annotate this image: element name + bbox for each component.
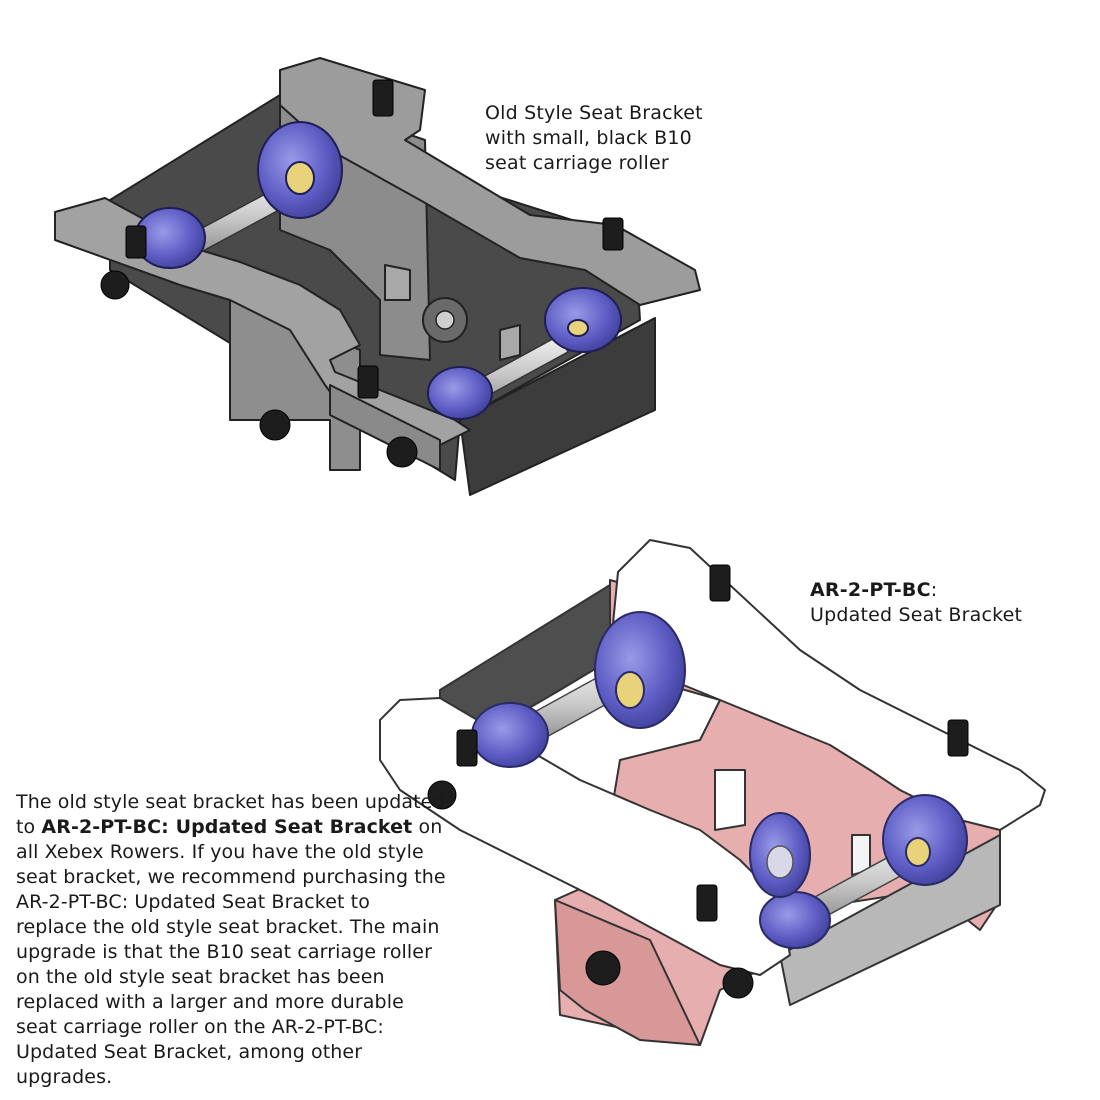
- upgrade-description: The old style seat bracket has been upda…: [16, 790, 446, 1090]
- new-studs: [427, 564, 969, 999]
- new-caption-line-2: Updated Seat Bracket: [810, 604, 1023, 626]
- old-small-b10-roller: [422, 297, 468, 343]
- old-bracket-caption: Old Style Seat Bracket with small, black…: [485, 101, 785, 176]
- description-body: on all Xebex Rowers. If you have the old…: [16, 816, 446, 1088]
- description-intro: The old style seat bracket has been upda…: [16, 791, 445, 838]
- old-caption-line-1: Old Style Seat Bracket: [485, 102, 703, 124]
- description-product-name: AR-2-PT-BC: Updated Seat Bracket: [41, 816, 413, 838]
- old-rollers: [134, 121, 622, 420]
- new-caption-colon: :: [930, 579, 938, 601]
- new-large-seat-carriage-roller: [749, 812, 811, 898]
- new-bracket-caption: AR-2-PT-BC: Updated Seat Bracket: [810, 578, 1090, 628]
- old-studs: [100, 79, 624, 468]
- old-caption-line-3: seat carriage roller: [485, 152, 669, 174]
- new-caption-part-number: AR-2-PT-BC: [810, 579, 931, 601]
- new-rollers: [471, 611, 968, 949]
- old-caption-line-2: with small, black B10: [485, 127, 692, 149]
